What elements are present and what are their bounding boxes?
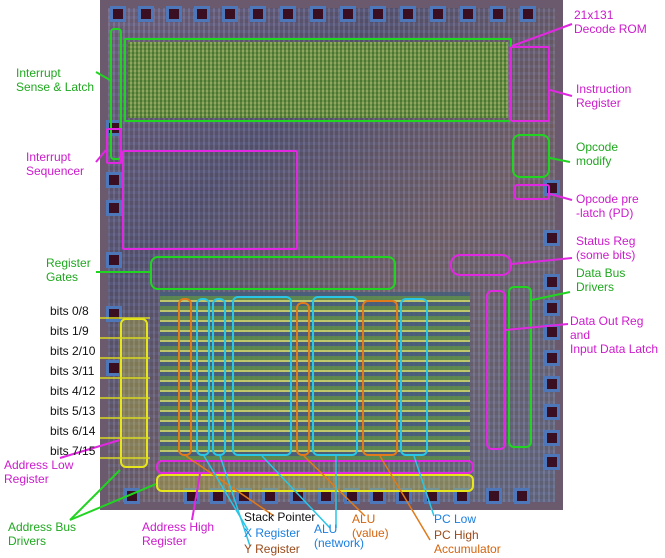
bond-pad (318, 488, 334, 504)
label-interrupt-sense: Interrupt Sense & Latch (16, 66, 95, 94)
label-decode-rom: 21x131 Decode ROM (574, 8, 647, 36)
bond-pad (262, 488, 278, 504)
bond-pad (310, 6, 326, 22)
data-bus-drivers-box (508, 286, 532, 448)
bond-pad (430, 6, 446, 22)
label-bits-5: bits 5/13 (50, 404, 96, 418)
bond-pad (210, 488, 226, 504)
bond-pad (370, 6, 386, 22)
x-register-box (196, 298, 210, 456)
label-bits-4: bits 4/12 (50, 384, 96, 398)
opcode-modify-box (512, 134, 550, 178)
label-address-low: Address Low Register (4, 458, 74, 486)
label-pc-high: PC High (434, 528, 479, 542)
bond-pad (194, 6, 210, 22)
label-stack-pointer: Stack Pointer (244, 510, 316, 524)
bond-pad (544, 404, 560, 420)
bond-pad (340, 6, 356, 22)
bond-pad (490, 6, 506, 22)
label-bits-0: bits 0/8 (50, 304, 89, 318)
bond-pad (544, 230, 560, 246)
opcode-prelatch-box (514, 184, 550, 200)
datapath-array (160, 292, 470, 462)
bond-pad (280, 6, 296, 22)
bond-pad (544, 300, 560, 316)
label-y-register: Y Register (244, 542, 300, 556)
bond-pad (106, 252, 122, 268)
label-data-bus-drivers: Data Bus Drivers (576, 266, 626, 294)
bond-pad (544, 430, 560, 446)
bond-pad (110, 6, 126, 22)
label-bits-2: bits 2/10 (50, 344, 96, 358)
address-low-register-box (120, 318, 148, 468)
instruction-register-box (510, 46, 550, 122)
interrupt-sequencer-box (106, 128, 122, 164)
bond-pad (290, 488, 306, 504)
label-alu-value: ALU (value) (352, 512, 389, 540)
label-instruction-register: Instruction Register (576, 82, 632, 110)
bond-pad (370, 488, 386, 504)
interrupt-link (122, 150, 298, 250)
pc-high-box (362, 300, 398, 456)
label-alu-network: ALU (network) (314, 522, 365, 550)
bond-pad (460, 6, 476, 22)
bond-pad (106, 200, 122, 216)
data-out-reg-box (486, 290, 506, 450)
bond-pad (520, 6, 536, 22)
bond-pad (544, 376, 560, 392)
pc-low-box (400, 298, 428, 456)
label-status-reg: Status Reg (some bits) (576, 234, 636, 262)
label-register-gates: Register Gates (46, 256, 91, 284)
address-high-register-box (156, 460, 474, 474)
bond-pad (544, 454, 560, 470)
label-bits-3: bits 3/11 (50, 364, 95, 378)
bond-pad (400, 6, 416, 22)
label-pc-low: PC Low (434, 512, 477, 526)
register-gates-box (150, 256, 396, 290)
bond-pad (544, 350, 560, 366)
label-address-high: Address High Register (142, 520, 215, 548)
bond-pad (514, 488, 530, 504)
label-address-bus: Address Bus Drivers (8, 520, 77, 548)
y-register-box (212, 298, 226, 456)
bond-pad (166, 6, 182, 22)
label-bits-1: bits 1/9 (50, 324, 89, 338)
bond-pad (250, 6, 266, 22)
label-x-register: X Register (244, 526, 301, 540)
bond-pad (222, 6, 238, 22)
address-bus-drivers-box (156, 474, 474, 492)
alu-value-box (296, 302, 310, 456)
label-opcode-modify: Opcode modify (576, 140, 619, 168)
label-accumulator: Accumulator (434, 542, 501, 556)
status-reg-box (450, 254, 512, 276)
bond-pad (106, 172, 122, 188)
label-bits-7: bits 7/15 (50, 444, 96, 458)
label-opcode-prelatch: Opcode pre -latch (PD) (576, 192, 639, 220)
label-interrupt-sequencer: Interrupt Sequencer (26, 150, 85, 178)
bond-pad (138, 6, 154, 22)
interrupt-latch-box (110, 28, 122, 160)
stack-pointer-box (178, 298, 192, 456)
alu-network-box-2 (312, 296, 358, 456)
bond-pad (544, 274, 560, 290)
bond-pad (454, 488, 470, 504)
label-data-out-reg: Data Out Reg and Input Data Latch (570, 314, 659, 356)
decode-rom-array (128, 42, 508, 118)
bond-pad (486, 488, 502, 504)
label-bits-6: bits 6/14 (50, 424, 96, 438)
alu-network-box (232, 296, 292, 456)
